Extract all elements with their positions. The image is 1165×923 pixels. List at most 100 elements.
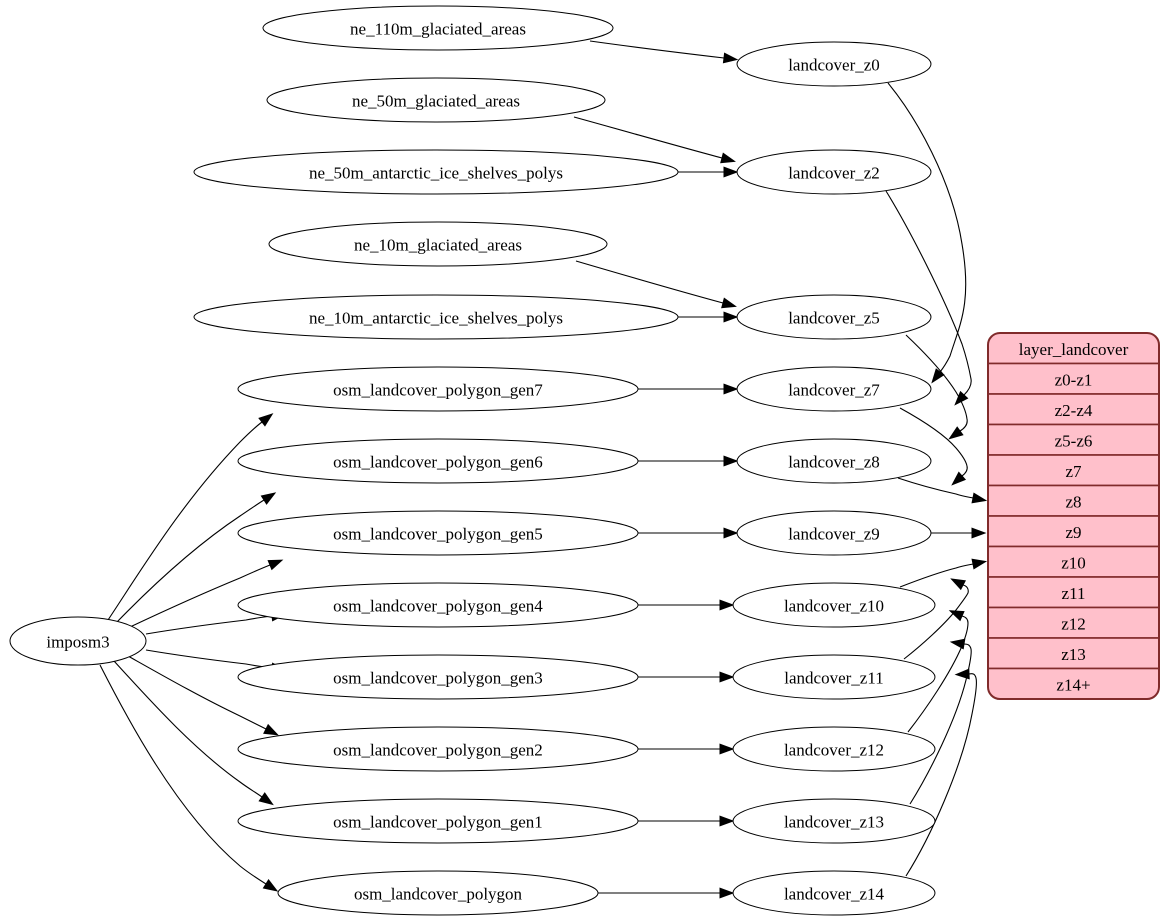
source-table-ellipse xyxy=(237,366,639,412)
table-row-cell xyxy=(988,606,1159,639)
table-row-z14+[interactable]: z14+ xyxy=(988,667,1159,700)
node-label: landcover_z5 xyxy=(788,309,880,328)
table-row-z0-z1[interactable]: z0-z1 xyxy=(988,362,1159,395)
node-landcover_z14[interactable]: landcover_z14 xyxy=(732,870,936,916)
edge-ne_50m_glaciated_areas-to-landcover_z2 xyxy=(573,116,736,164)
arrow-head-icon xyxy=(723,455,739,467)
edge-line xyxy=(903,584,969,660)
edge-imposm3-to-osm_landcover_polygon_gen7 xyxy=(107,413,274,621)
node-ne_10m_glaciated_areas[interactable]: ne_10m_glaciated_areas xyxy=(268,221,608,267)
edge-line xyxy=(905,334,968,432)
arrow-head-icon xyxy=(950,578,966,591)
arrow-head-icon xyxy=(262,879,279,892)
table-layer: layer_landcoverz0-z1z2-z4z5-z6z7z8z9z10z… xyxy=(987,332,1160,700)
table-row-cell xyxy=(988,423,1159,456)
arrow-head-icon xyxy=(267,559,284,571)
arrow-head-icon xyxy=(719,743,735,755)
arrow-head-icon xyxy=(721,297,737,309)
node-label: ne_50m_glaciated_areas xyxy=(352,92,520,111)
arrow-head-icon xyxy=(948,610,965,622)
edge-ne_110m_glaciated_areas-to-landcover_z0 xyxy=(589,40,739,64)
node-label: osm_landcover_polygon_gen3 xyxy=(333,669,543,688)
table-header-cell xyxy=(988,333,1159,365)
node-osm_landcover_polygon_gen3[interactable]: osm_landcover_polygon_gen3 xyxy=(237,654,639,700)
arrow-head-icon xyxy=(723,311,739,323)
node-label: landcover_z2 xyxy=(788,164,880,183)
edge-landcover_z9-to-table_z9 xyxy=(931,527,987,539)
edge-line xyxy=(145,615,273,635)
node-osm_landcover_polygon_gen7[interactable]: osm_landcover_polygon_gen7 xyxy=(237,366,639,412)
table-row-z5-z6[interactable]: z5-z6 xyxy=(988,423,1159,456)
edge-osm_landcover_polygon_gen7-to-landcover_z7 xyxy=(638,383,739,395)
table-row-z7[interactable]: z7 xyxy=(988,454,1159,487)
source-table-ellipse xyxy=(262,5,614,51)
source-table-ellipse xyxy=(237,510,639,556)
edge-ne_10m_glaciated_areas-to-landcover_z5 xyxy=(575,260,737,309)
source-root-ellipse xyxy=(9,616,147,666)
node-osm_landcover_polygon[interactable]: osm_landcover_polygon xyxy=(277,870,599,916)
table-layer_landcover[interactable]: layer_landcoverz0-z1z2-z4z5-z6z7z8z9z10z… xyxy=(987,332,1160,700)
node-landcover_z11[interactable]: landcover_z11 xyxy=(732,654,936,700)
edge-osm_landcover_polygon_gen4-to-landcover_z10 xyxy=(638,599,735,611)
edge-osm_landcover_polygon_gen2-to-landcover_z12 xyxy=(637,743,735,755)
node-landcover_z7[interactable]: landcover_z7 xyxy=(736,366,932,412)
node-osm_landcover_polygon_gen5[interactable]: osm_landcover_polygon_gen5 xyxy=(237,510,639,556)
edge-line xyxy=(885,190,972,396)
edge-landcover_z8-to-table_z8 xyxy=(897,477,988,504)
node-label: osm_landcover_polygon_gen6 xyxy=(333,453,543,472)
edge-line xyxy=(99,664,267,885)
node-imposm3[interactable]: imposm3 xyxy=(9,616,147,666)
table-header-row: layer_landcover xyxy=(988,333,1159,365)
node-ne_50m_antarctic_ice_shelves_polys[interactable]: ne_50m_antarctic_ice_shelves_polys xyxy=(193,149,679,195)
arrow-head-icon xyxy=(258,792,274,806)
node-label: landcover_z14 xyxy=(784,885,885,904)
node-label: osm_landcover_polygon_gen5 xyxy=(333,525,543,544)
node-landcover_z0[interactable]: landcover_z0 xyxy=(736,41,932,87)
mid-layer-ellipse xyxy=(736,366,932,412)
node-label: landcover_z9 xyxy=(788,525,880,544)
table-outline xyxy=(987,332,1160,700)
edge-line xyxy=(899,407,968,477)
table-row-z10[interactable]: z10 xyxy=(988,545,1159,578)
node-landcover_z8[interactable]: landcover_z8 xyxy=(736,438,932,484)
edge-imposm3-to-osm_landcover_polygon_gen6 xyxy=(115,492,277,624)
node-label: ne_110m_glaciated_areas xyxy=(350,20,526,39)
table-row-z13[interactable]: z13 xyxy=(988,637,1159,670)
node-osm_landcover_polygon_gen2[interactable]: osm_landcover_polygon_gen2 xyxy=(237,726,639,772)
node-label: osm_landcover_polygon_gen4 xyxy=(333,597,543,616)
source-table-ellipse xyxy=(237,438,639,484)
table-row-z2-z4[interactable]: z2-z4 xyxy=(988,393,1159,426)
node-landcover_z10[interactable]: landcover_z10 xyxy=(732,582,936,628)
arrow-head-icon xyxy=(723,527,739,539)
node-osm_landcover_polygon_gen4[interactable]: osm_landcover_polygon_gen4 xyxy=(237,582,639,628)
table-row-label: z9 xyxy=(1065,523,1081,542)
edge-ne_10m_antarctic_ice_shelves_polys-to-landcover_z5 xyxy=(678,311,739,323)
edge-line xyxy=(115,499,265,624)
node-landcover_z2[interactable]: landcover_z2 xyxy=(736,149,932,195)
node-landcover_z9[interactable]: landcover_z9 xyxy=(736,510,932,556)
table-row-z9[interactable]: z9 xyxy=(988,515,1159,548)
table-row-label: z12 xyxy=(1061,614,1086,633)
arrow-head-icon xyxy=(723,166,739,178)
node-ne_10m_antarctic_ice_shelves_polys[interactable]: ne_10m_antarctic_ice_shelves_polys xyxy=(193,294,679,340)
table-row-cell xyxy=(988,362,1159,395)
table-row-z8[interactable]: z8 xyxy=(988,484,1159,517)
node-osm_landcover_polygon_gen6[interactable]: osm_landcover_polygon_gen6 xyxy=(237,438,639,484)
node-landcover_z13[interactable]: landcover_z13 xyxy=(732,798,936,844)
table-row-z11[interactable]: z11 xyxy=(988,576,1159,609)
node-ne_110m_glaciated_areas[interactable]: ne_110m_glaciated_areas xyxy=(262,5,614,51)
node-ne_50m_glaciated_areas[interactable]: ne_50m_glaciated_areas xyxy=(266,77,606,123)
table-row-z12[interactable]: z12 xyxy=(988,606,1159,639)
edge-line xyxy=(145,649,273,669)
node-label: landcover_z12 xyxy=(784,741,884,760)
node-osm_landcover_polygon_gen1[interactable]: osm_landcover_polygon_gen1 xyxy=(237,798,639,844)
table-row-cell xyxy=(988,667,1159,699)
table-header-label: layer_landcover xyxy=(1019,340,1129,359)
node-landcover_z12[interactable]: landcover_z12 xyxy=(732,726,936,772)
source-table-ellipse xyxy=(237,726,639,772)
table-row-label: z2-z4 xyxy=(1055,401,1093,420)
arrow-head-icon xyxy=(260,492,277,505)
node-landcover_z5[interactable]: landcover_z5 xyxy=(736,294,932,340)
